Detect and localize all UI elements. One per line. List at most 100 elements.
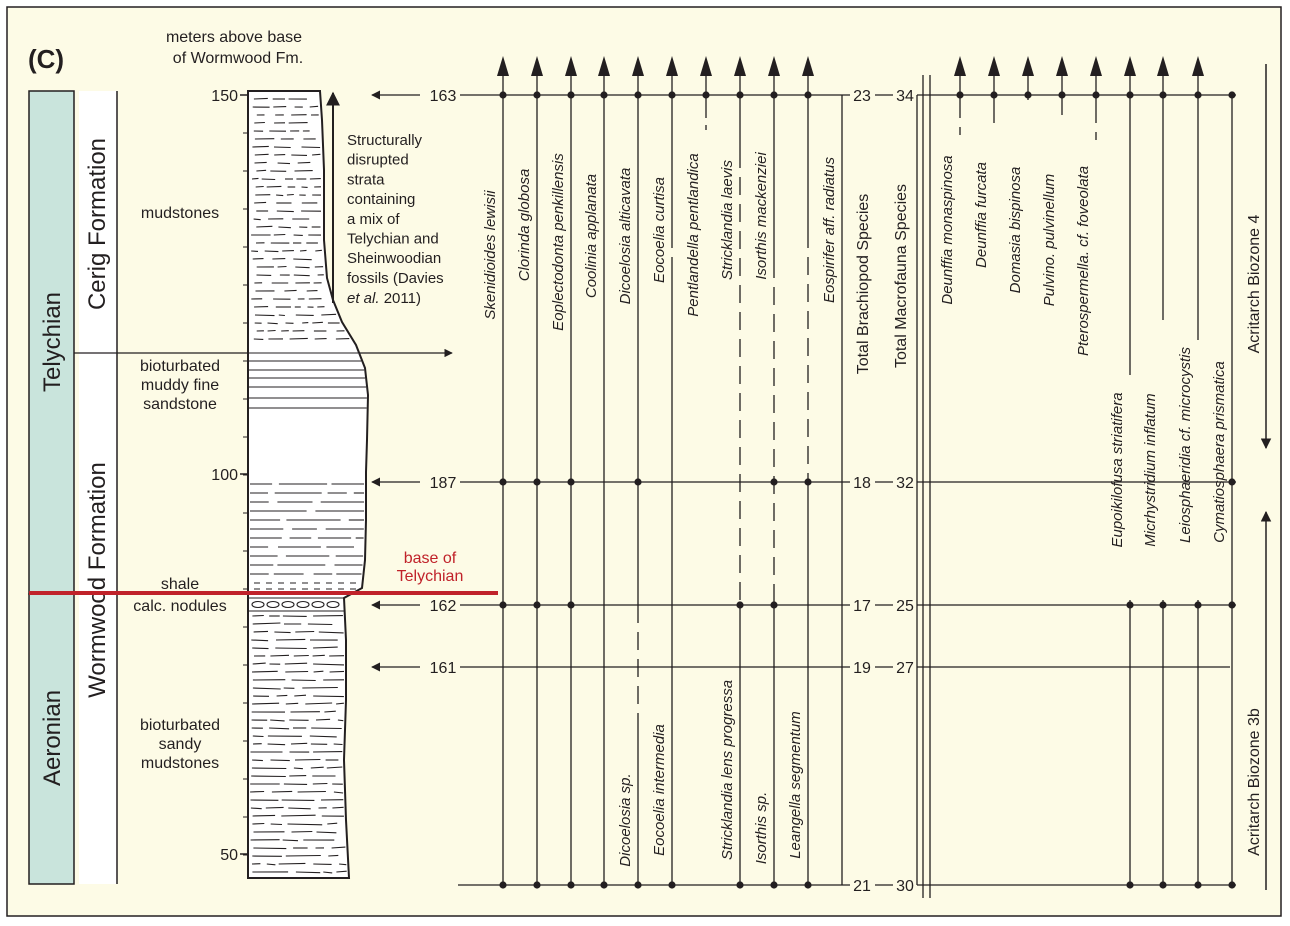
sandy-mudstone-dash xyxy=(309,735,337,738)
depth-tick-label: 50 xyxy=(220,847,238,864)
mudstone-dash xyxy=(276,194,284,197)
lithology-sandy-mud-2: sandy xyxy=(159,736,202,753)
lithology-nodules: calc. nodules xyxy=(133,598,226,615)
disrupted-note-line: Structurally xyxy=(347,132,423,149)
acritarch-taxon-label: Eupoikilofusa striatifera xyxy=(1109,392,1126,547)
sandy-mudstone-dash xyxy=(251,775,286,778)
brachiopod-taxon-label: Pentlandella pentlandica xyxy=(685,153,702,316)
range-arrow-brachiopod xyxy=(598,56,610,76)
stage-label-aeronian: Aeronian xyxy=(39,690,66,786)
sandy-mudstone-dash xyxy=(294,694,307,697)
nodule xyxy=(281,600,295,609)
sandy-mudstone-dash xyxy=(290,742,308,745)
total-macrofauna-count: 34 xyxy=(896,88,914,105)
brachiopod-taxon-label: Skenidioides lewisii xyxy=(482,190,499,320)
disrupted-note-line: fossils (Davies xyxy=(347,270,444,287)
sandy-mudstone-dash xyxy=(251,670,278,673)
sandy-mudstone-dash xyxy=(307,623,333,626)
range-arrow-acritarch xyxy=(1157,56,1169,76)
lithology-sandstone-3: sandstone xyxy=(143,396,217,413)
lithology-mudstones: mudstones xyxy=(141,205,219,222)
sandy-mudstone-dash xyxy=(270,719,285,722)
sandy-mudstone-dash xyxy=(252,662,266,665)
sandy-mudstone-dash xyxy=(326,766,343,769)
lithology-sandy-mud-3: mudstones xyxy=(141,755,219,772)
biozone-3b-label: Acritarch Biozone 3b xyxy=(1246,708,1263,856)
lithology-sandstone-1: bioturbated xyxy=(140,358,220,375)
base-telychian-label-2: Telychian xyxy=(397,568,464,585)
sandy-mudstone-dash xyxy=(313,663,345,666)
range-arrow-acritarch xyxy=(1192,56,1204,76)
total-macrofauna-count: 30 xyxy=(896,878,914,895)
mudstone-dash xyxy=(273,146,291,149)
sandy-mudstone-dash xyxy=(332,806,344,809)
range-arrow-brachiopod xyxy=(802,56,814,76)
sample-number: 162 xyxy=(430,598,457,615)
range-arrow-brachiopod xyxy=(734,56,746,76)
mudstone-dash xyxy=(254,153,269,156)
sandy-mudstone-dash xyxy=(275,647,307,650)
mudstone-dash xyxy=(301,146,321,149)
sandy-mudstone-dash xyxy=(270,823,283,826)
sandy-mudstone-dash xyxy=(329,670,345,673)
disrupted-note-line: Sheinwoodian xyxy=(347,250,441,267)
mudstone-dash xyxy=(276,210,294,213)
brachiopod-taxon-label: Isorthis mackenziei xyxy=(753,152,770,280)
sandy-mudstone-dash xyxy=(281,814,316,817)
mudstone-dash xyxy=(267,322,278,325)
sandy-mudstone-dash xyxy=(284,662,308,665)
sandy-mudstone-dash xyxy=(271,790,293,793)
sandy-mudstone-dash xyxy=(311,727,342,730)
mudstone-dash xyxy=(255,185,264,188)
mudstone-dash xyxy=(312,321,323,324)
acritarch-taxon-label: Micrhystridium inflatum xyxy=(1142,393,1159,546)
sandy-mudstone-dash xyxy=(251,639,269,642)
formation-column xyxy=(79,91,117,884)
acritarch-taxon-label: Leiosphaeridia cf. microcystis xyxy=(1177,347,1194,543)
brachiopod-taxon-label: Stricklandia lens progressa xyxy=(719,680,736,860)
sandy-mudstone-dash xyxy=(266,863,276,866)
mudstone-dash xyxy=(321,313,337,316)
range-arrow-brachiopod xyxy=(700,56,712,76)
sandy-mudstone-dash xyxy=(310,766,324,769)
mudstone-dash xyxy=(312,153,321,156)
nodule xyxy=(266,600,280,609)
sandy-mudstone-dash xyxy=(265,806,284,809)
sandy-mudstone-dash xyxy=(336,870,347,873)
range-chart xyxy=(497,56,1236,889)
acritarch-taxon-label: Deunffia furcata xyxy=(973,162,990,268)
stage-column-aeronian xyxy=(28,593,75,885)
sandy-mudstone-dash xyxy=(275,638,306,641)
sandy-mudstone-dash xyxy=(328,854,339,857)
sandy-mudstone-dash xyxy=(316,831,337,834)
sandy-mudstone-dash xyxy=(250,790,265,793)
stage-label-telychian: Telychian xyxy=(39,292,66,392)
nodule xyxy=(251,600,265,609)
acritarch-taxon-label: Pterospermella. cf. foveolata xyxy=(1075,166,1092,356)
mudstone-dash xyxy=(277,162,291,165)
sandy-mudstone-dash xyxy=(253,847,287,850)
sandy-mudstone-dash xyxy=(267,743,286,746)
sandy-mudstone-dash xyxy=(252,759,263,762)
mudstone-dash xyxy=(251,177,259,180)
sandy-mudstone-dash xyxy=(313,670,324,673)
depth-axis-title-line2: of Wormwood Fm. xyxy=(173,50,303,67)
sandy-mudstone-dash xyxy=(276,694,288,697)
base-telychian-label-1: base of xyxy=(404,550,457,567)
brachiopod-taxon-label: Eoplectodonta penkillensis xyxy=(550,153,567,331)
mudstone-dash xyxy=(299,249,307,252)
range-arrow-brachiopod xyxy=(666,56,678,76)
brachiopod-taxon-label: Coolinia applanata xyxy=(583,174,600,298)
sandy-mudstone-dash xyxy=(252,647,269,650)
sample-number: 161 xyxy=(430,660,457,677)
acritarch-taxon-label: Cymatiosphaera prismatica xyxy=(1211,361,1228,543)
sandy-mudstone-dash xyxy=(333,791,344,794)
stage-column-telychian xyxy=(28,90,75,595)
mudstone-dash xyxy=(277,265,287,268)
sandy-mudstone-dash xyxy=(312,654,325,657)
nodule xyxy=(326,600,340,609)
brachiopod-taxon-label: Eospirifer aff. radiatus xyxy=(821,157,838,303)
